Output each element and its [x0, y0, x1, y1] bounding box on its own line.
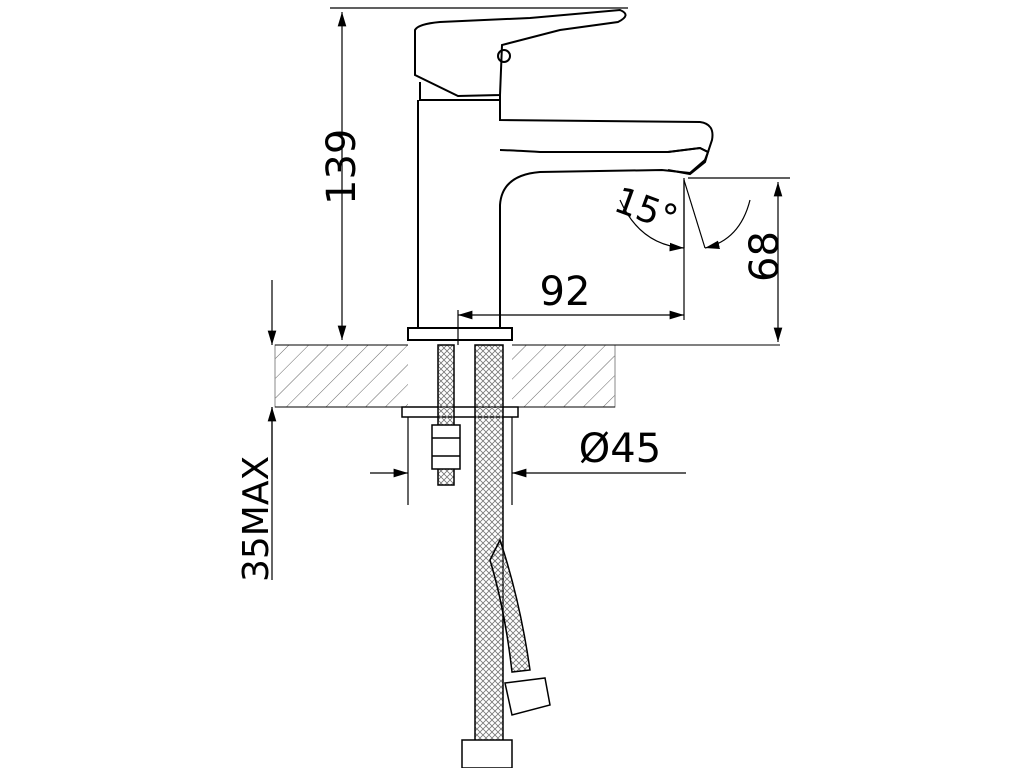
reach-label: 92 [540, 269, 591, 315]
height-label: 139 [319, 129, 365, 205]
dimension-angle [619, 179, 751, 252]
dimension-spout-height [688, 177, 790, 342]
countertop [274, 344, 780, 408]
spout-height-label: 68 [742, 231, 788, 282]
angle-label: 15° [609, 180, 683, 240]
mounting-hardware [401, 344, 551, 769]
diameter-label: Ø45 [579, 426, 661, 472]
dimension-diameter [370, 417, 686, 505]
dimension-height [330, 7, 628, 340]
faucet-body [407, 8, 714, 341]
counter-thickness-label: 35MAX [236, 456, 277, 582]
